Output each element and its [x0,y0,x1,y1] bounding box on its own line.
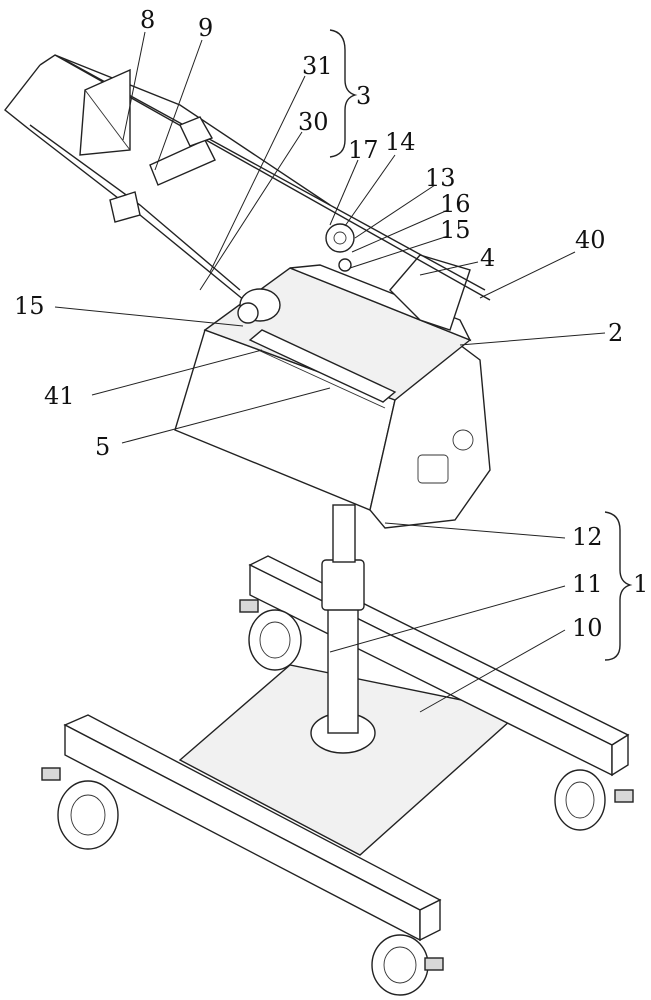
hinge-lower [237,288,281,324]
label-15-upper: 15 [440,216,471,244]
caster-rear-left [239,599,302,671]
label-14: 14 [385,128,416,156]
label-31: 31 [302,52,333,80]
label-15-left: 15 [14,292,45,320]
label-16: 16 [440,190,471,218]
label-9: 9 [198,14,213,42]
label-8: 8 [140,6,155,34]
column [310,504,376,754]
hinge-upper [325,223,355,272]
caster-rear-right [554,769,634,831]
label-3: 3 [356,82,371,110]
label-4: 4 [480,244,495,272]
front-crossbar [63,714,442,942]
leader-lines [54,31,606,713]
label-1: 1 [633,570,648,598]
label-17: 17 [348,136,379,164]
label-11: 11 [572,570,603,598]
label-5: 5 [95,433,110,461]
brace-3 [329,29,358,158]
label-30: 30 [298,108,329,136]
caster-front-right [371,934,444,996]
slide-rail [248,329,397,409]
label-41: 41 [44,382,75,410]
bracket [389,254,471,331]
brace-1 [604,511,633,661]
label-2: 2 [608,319,623,347]
caster-front-left [41,767,119,850]
label-13: 13 [425,164,456,192]
label-12: 12 [572,523,603,551]
label-10: 10 [572,614,603,642]
label-40: 40 [575,226,606,254]
